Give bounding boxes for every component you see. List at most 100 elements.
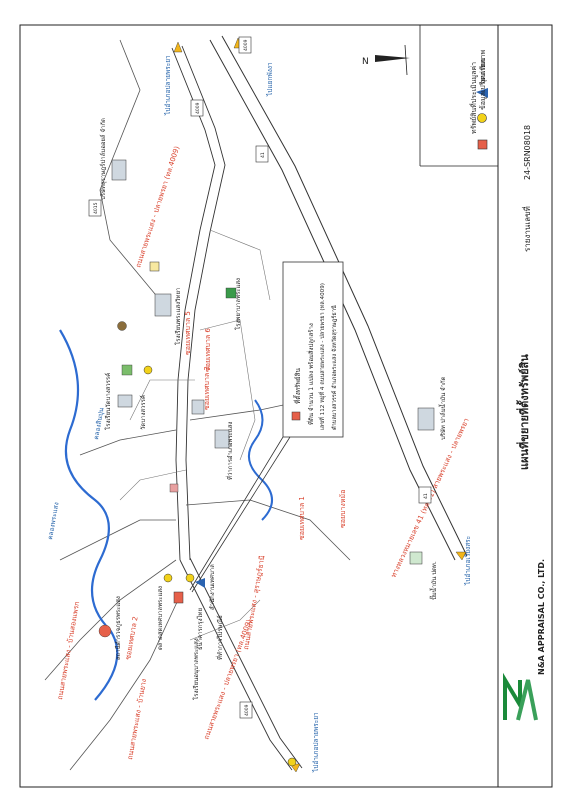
kindergarten-label: โรงเรียนอนุบาลพระแสง	[192, 638, 200, 700]
road-left-label: ถนนสายพระแสง - บ้านสองแพรก	[56, 601, 81, 700]
soi-1-label: ซอยเทศบาล 1	[298, 496, 306, 540]
building-icon	[154, 293, 172, 317]
local-street	[189, 599, 261, 641]
local-street	[119, 469, 187, 501]
school-pr-label: โรงเรียนพระแสงวิทยา	[174, 288, 182, 345]
local-street	[209, 229, 271, 301]
legend: ทรัพย์สินที่ประเมินมูลค่า ข้อมูลเปรียบเท…	[469, 50, 488, 150]
hospital-icon	[225, 287, 237, 299]
arrow-south-icon	[455, 551, 467, 561]
factory-icon	[111, 159, 127, 181]
soi-3-label: ซอยเทศบาล 3	[203, 366, 211, 410]
factory-top-label: บริษัทสุราษฎร์ปาล์มออยล์ จำกัด	[99, 118, 107, 200]
direction-bottom-right: ไปอำเภอเวียงสระ	[464, 536, 472, 586]
report-label: รายงานเลขที่	[521, 206, 532, 252]
property-pointer-line	[189, 436, 284, 591]
svg-text:41: 41	[260, 152, 266, 158]
logo-mark: N&A	[512, 708, 518, 720]
soi-2-label: ซอยเทศบาล 2	[124, 616, 139, 661]
park-icon	[121, 364, 133, 376]
shield-icon: 4009	[238, 36, 252, 54]
building-icon	[117, 394, 133, 408]
property-line-1: ที่ดิน จำนวน 1 แปลง พร้อมสิ่งปลูกสร้าง	[307, 323, 315, 425]
shield-icon: 41	[418, 486, 432, 504]
local-street	[199, 319, 256, 461]
subject-property-icon	[173, 591, 184, 604]
map-title: แผนที่ขยายที่ตั้งทรัพย์สิน	[516, 354, 531, 470]
district-office-label: ที่ว่าการอำเภอพระแสง	[226, 422, 234, 480]
compass-arrow-icon	[375, 55, 410, 62]
compass: N	[362, 44, 410, 76]
direction-top-right: ไปแยกพังงา	[266, 62, 274, 97]
road-soi	[79, 429, 177, 456]
canal-label: คลองพระแสง	[46, 502, 60, 541]
bank-label: ธนาคารกรุงไทย	[196, 608, 204, 650]
logo-a-icon	[516, 679, 538, 721]
school-icon	[149, 261, 160, 272]
canal-river	[59, 329, 119, 701]
road-west	[44, 559, 177, 681]
photo-point-icon	[195, 578, 205, 588]
svg-text:41: 41	[423, 493, 429, 499]
shield-icon: 4015	[88, 199, 102, 217]
arrow-north-icon	[173, 41, 183, 53]
places: บริษัทสุราษฎร์ปาล์มออยล์ จำกัด โรงเรียนพ…	[46, 118, 447, 700]
logo-n-icon	[503, 672, 522, 720]
legend-label-property: ทรัพย์สินที่ประเมินมูลค่า	[469, 62, 478, 134]
road-4009-north	[171, 45, 226, 561]
soi-hq-label: ซอยบางหม้อ	[339, 490, 347, 528]
school-rama-label: โรงเรียนวัดบางสวรรค์	[104, 373, 112, 430]
river-east	[247, 399, 273, 521]
market-label: ตลาดสดเทศบาลพระแสง	[157, 586, 164, 650]
report-number: 24-SRN08018	[523, 125, 532, 180]
direction-bottom-left: ไปอำเภอปลายพระยา	[312, 712, 320, 773]
property-pointer-line	[191, 436, 291, 593]
direction-top-left: ไปอำเภอปลายพระยา	[164, 55, 172, 116]
property-line-3: ตำบลบางสวรรค์ อำเภอพระแสง จังหวัดสุราษฎร…	[330, 305, 338, 430]
property-marker-icon	[291, 411, 301, 421]
building-icon	[214, 429, 230, 449]
road-right-label: ถนนสายพระแสง - สุราษฎร์ธานี	[242, 555, 266, 651]
legend-label-photo: จุดถ่ายภาพ	[479, 50, 487, 84]
municipality-label: สำนักงานเทศบาล	[209, 564, 216, 610]
temple-icon	[117, 321, 127, 331]
factory-icon	[417, 407, 435, 431]
building-icon	[191, 399, 205, 415]
shield-icon: 4009	[239, 701, 253, 719]
road-southwest	[69, 599, 179, 771]
river-label: คลองสินปุน	[92, 407, 106, 441]
shield-icon: 41	[255, 145, 269, 163]
yellow-circle-icon	[477, 113, 487, 123]
svg-text:4009: 4009	[195, 102, 201, 114]
svg-text:4015: 4015	[93, 202, 99, 214]
comparable-points	[143, 365, 297, 767]
road-connector-2	[185, 499, 351, 561]
property-info-box: ที่ตั้งทรัพย์สิน ที่ดิน จำนวน 1 แปลง พร้…	[189, 261, 344, 593]
hospital-label: โรงพยาบาลพระแสง	[234, 278, 242, 330]
compass-label: N	[362, 57, 369, 67]
factory-bottom-label: บริษัท ปาล์มน้ำมัน จำกัด	[437, 376, 447, 440]
road-west-2	[59, 519, 176, 561]
police-icon	[98, 624, 112, 638]
police-label: สถานีตำรวจภูธรพระแสง	[114, 596, 122, 660]
comparable-icon	[287, 757, 297, 767]
legend-label-comparable: ข้อมูลเปรียบเทียบ	[479, 57, 487, 110]
company-logo: N&A	[503, 672, 538, 721]
comparable-icon	[143, 365, 153, 375]
property-line-2: เลขที่ 112 หมู่ที่ 4 ถนนสายพระแสง - ปลาย…	[318, 283, 326, 430]
svg-text:4009: 4009	[243, 39, 249, 51]
post-label: ที่ทำการไปรษณีย์	[216, 615, 224, 660]
road-4015	[99, 39, 161, 301]
map-frame	[19, 24, 553, 788]
comparable-icon	[163, 573, 173, 583]
local-street	[129, 379, 195, 421]
svg-text:4009: 4009	[244, 704, 250, 716]
shield-icon: 4009	[190, 99, 204, 117]
soi-5-label: ซอยเทศบาล 5	[184, 311, 192, 355]
route-shields: 4015 4009 4009 41 41 4009	[88, 36, 432, 719]
property-heading: ที่ตั้งทรัพย์สิน	[293, 367, 302, 404]
bank-icon	[169, 483, 179, 493]
company-name: N&A APPRAISAL CO., LTD.	[537, 559, 546, 675]
soi-6-label: ซอยเทศบาล 6	[204, 328, 212, 372]
